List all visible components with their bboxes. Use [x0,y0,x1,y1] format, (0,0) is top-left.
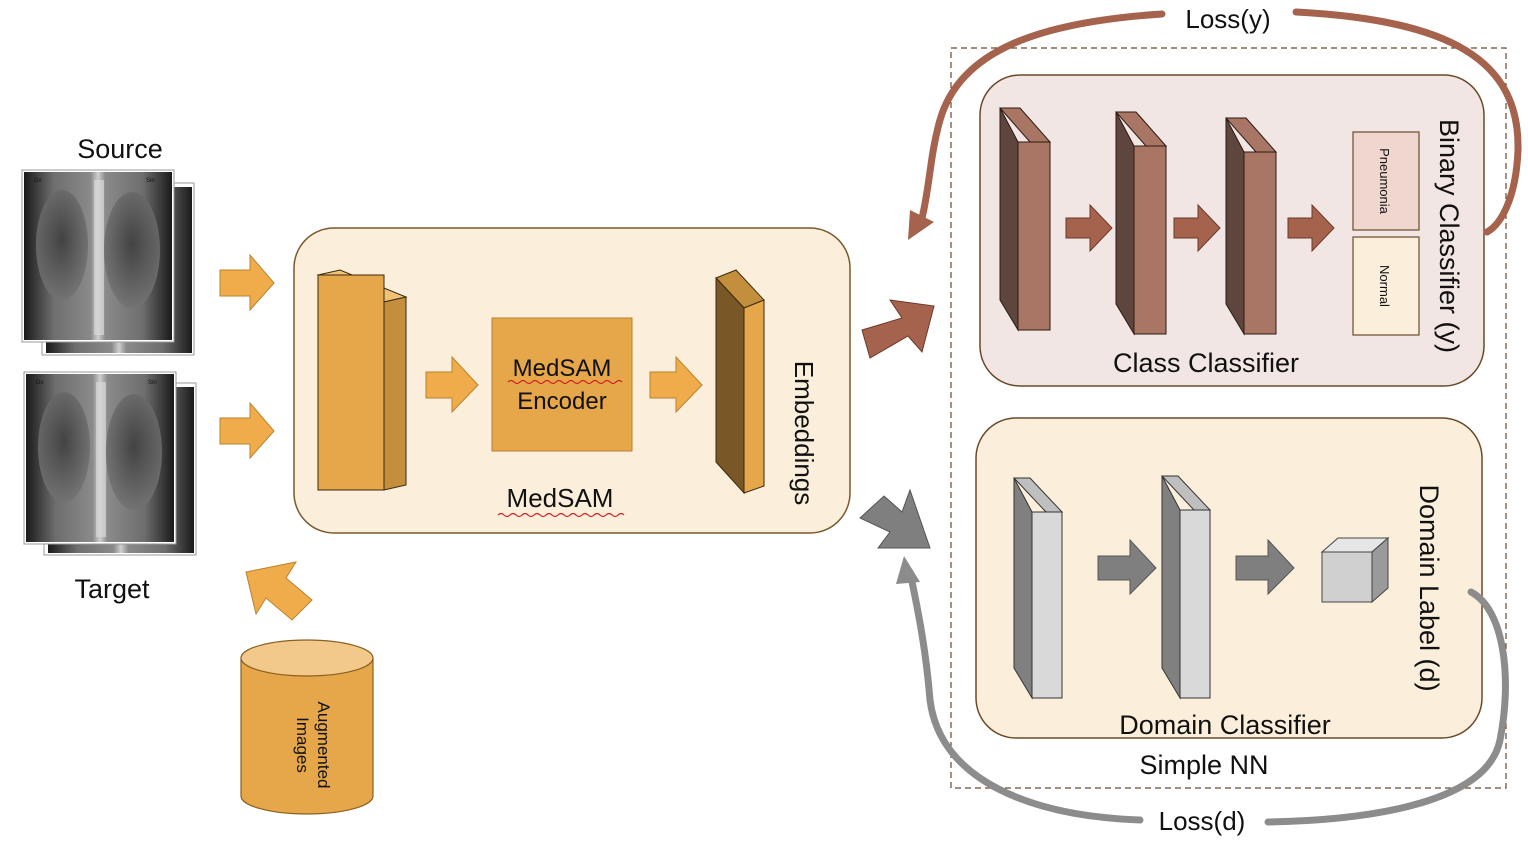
xray-marker-right: Sin [148,380,157,386]
domain-label-label: Domain Label (d) [1414,484,1444,691]
xray-marker-left: Dx [36,380,43,386]
medsam-input-block [316,269,408,491]
to-class-classifier-arrow-icon [861,299,935,359]
domain-layer-1-block [1012,477,1064,700]
class-layer-1-block [998,107,1052,332]
domain-classifier-label: Domain Classifier [1119,710,1331,740]
source-label: Source [77,134,163,164]
class-classifier-label: Class Classifier [1113,348,1299,378]
domain-classifier-panel [975,417,1483,739]
simple-nn-container [950,47,1507,789]
embeddings-label: Embeddings [789,361,819,506]
medsam-arrow-2-icon [649,355,703,414]
class-layer-3-block [1224,117,1278,336]
simple-nn-label: Simple NN [1139,750,1268,780]
loss-y-feedback-arrow [908,8,1522,240]
xray-marker-left: Dx [34,178,41,184]
class-arrow-3-icon [1287,203,1335,253]
loss-d-feedback-arrow [896,556,1509,826]
loss-d-label: Loss(d) [1159,806,1246,836]
binary-classifier-label: Binary Classifier (y) [1434,119,1464,353]
spellcheck-underline-icon [497,512,625,518]
target-xray-stack: Dx Sin [23,371,197,556]
class-arrow-1-icon [1065,203,1113,253]
domain-arrow-1-icon [1097,538,1157,596]
to-domain-classifier-arrow-icon [859,488,931,549]
embeddings-block [715,269,765,495]
augmented-label-line2: Images [293,717,312,773]
spellcheck-underline-icon [507,379,623,385]
class-layer-2-block [1114,111,1168,336]
augmented-label-line1: Augmented [314,702,333,789]
xray-marker-right: Sin [146,178,155,184]
source-input-arrow-icon [219,253,275,312]
target-label: Target [74,574,150,604]
medsam-label: MedSAM [507,483,614,513]
medsam-encoder-block [491,317,633,452]
medsam-encoder-label-line1: MedSAM [513,355,612,382]
augmented-arrow-icon [245,561,313,621]
pneumonia-output-box [1352,131,1420,231]
domain-arrow-2-icon [1235,538,1295,596]
domain-layer-2-block [1160,475,1212,700]
medsam-encoder-label-line2: Encoder [517,388,606,415]
pneumonia-label: Pneumonia [1377,148,1392,215]
normal-output-box [1352,236,1420,336]
loss-y-label: Loss(y) [1185,4,1270,34]
source-xray-stack: Dx Sin [21,169,195,356]
normal-label: Normal [1377,265,1392,307]
augmented-images-cylinder [240,639,374,815]
domain-output-cube-icon [1320,536,1390,604]
class-arrow-2-icon [1173,203,1221,253]
medsam-arrow-1-icon [425,355,479,414]
target-input-arrow-icon [219,401,275,460]
